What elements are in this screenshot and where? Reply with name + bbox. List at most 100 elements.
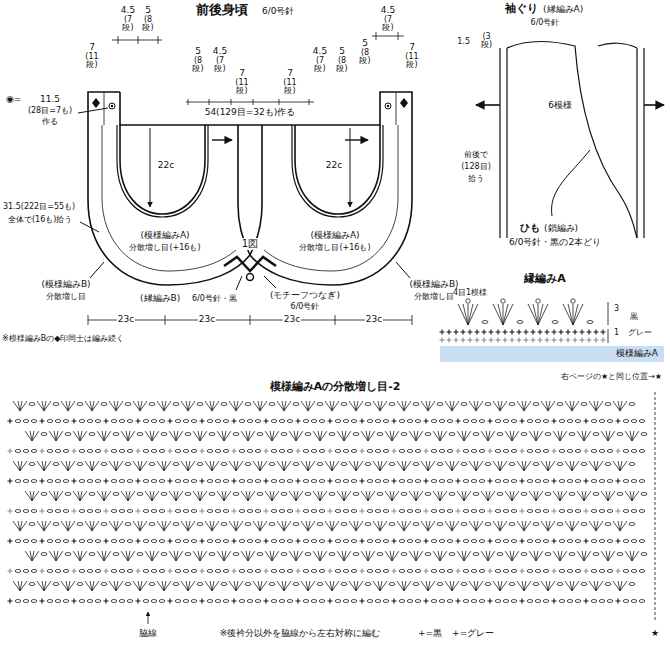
fan-stitch (164, 521, 171, 531)
fan-stitch (524, 401, 531, 411)
fan-stitch (30, 431, 32, 441)
fan-stitch (260, 581, 267, 591)
fan-stitch (594, 581, 596, 591)
chain-stitch (607, 600, 613, 603)
chain-stitch (209, 553, 215, 556)
fan-stitch (138, 581, 140, 591)
chain-stitch (425, 433, 431, 436)
chain-stitch (269, 403, 275, 406)
fan-stitch (548, 401, 555, 411)
fan-stitch (416, 431, 423, 441)
fan-stitch (500, 521, 507, 531)
legend-item: +=グレー (452, 628, 494, 639)
dimension: 4.5 (213, 46, 227, 57)
fan-stitch (128, 551, 135, 561)
fan-stitch (522, 521, 524, 531)
single-crochet (200, 479, 205, 484)
chain-stitch (535, 420, 541, 423)
fan-stitch (373, 581, 380, 591)
chain-stitch (365, 403, 371, 406)
fan-stitch (510, 551, 512, 561)
chain-stitch (197, 523, 203, 526)
chain-stitch (47, 420, 53, 423)
chain-stitch (89, 553, 95, 556)
fan-stitch (416, 551, 423, 561)
chain-stitch (197, 463, 203, 466)
fan-stitch (528, 304, 538, 325)
fan-stitch (138, 521, 140, 531)
row-count: (11段) (85, 53, 100, 70)
fan-stitch (330, 581, 332, 591)
fan-stitch (229, 581, 236, 591)
fan-stitch (596, 401, 603, 411)
fan-stitch (210, 581, 212, 591)
chain-stitch (319, 510, 325, 513)
single-crochet (232, 419, 237, 424)
fan-stitch (570, 461, 572, 471)
chain-stitch (559, 540, 565, 543)
chain-stitch (351, 480, 357, 483)
chain-stitch (559, 420, 565, 423)
chain-stitch (111, 540, 117, 543)
chain-stitch (287, 570, 293, 573)
single-crochet (552, 539, 557, 544)
fan-stitch (210, 521, 212, 531)
stitch-count: (28目=7も) (28, 106, 72, 116)
single-crochet (40, 419, 45, 424)
chain-stitch (55, 540, 61, 543)
chain-stitch (159, 420, 165, 423)
fan-stitch (409, 431, 416, 441)
dimension: 4.5 (313, 46, 327, 57)
chain-stitch (127, 570, 133, 573)
fan-stitch (325, 521, 332, 531)
fan-stitch (222, 491, 224, 501)
chain-stitch (431, 570, 437, 573)
chain-stitch (221, 583, 227, 586)
fan-stitch (421, 401, 428, 411)
chain-stitch (449, 493, 455, 496)
fan-stitch (541, 461, 548, 471)
fan-stitch (114, 401, 116, 411)
fan-stitch (337, 551, 344, 561)
chain-stitch (245, 523, 251, 526)
chain-stitch (527, 450, 533, 453)
chain-stitch (415, 570, 421, 573)
chain-stitch (527, 540, 533, 543)
fan-stitch (625, 551, 632, 561)
fan-stitch (32, 551, 39, 561)
chain-stitch (247, 510, 253, 513)
chain-stitch (431, 450, 437, 453)
chain-stitch (552, 321, 558, 324)
chain-stitch (521, 433, 527, 436)
chain-stitch (245, 463, 251, 466)
fan-stitch (289, 431, 296, 441)
single-crochet (200, 509, 205, 514)
fan-stitch (73, 431, 80, 441)
fan-stitch (109, 521, 116, 531)
single-crochet (392, 539, 397, 544)
chain-stitch (207, 540, 213, 543)
fan-stitch (457, 491, 464, 501)
chain-stitch (447, 540, 453, 543)
single-crochet (594, 338, 599, 343)
fan-stitch (188, 581, 195, 591)
fan-stitch (128, 491, 135, 501)
chain-stitch (545, 493, 551, 496)
chain-stitch (471, 480, 477, 483)
single-crochet (264, 449, 269, 454)
chain-stitch (41, 553, 47, 556)
chain-stitch (207, 450, 213, 453)
diagram-title: 前後身頃 (196, 2, 248, 18)
fan-stitch (308, 401, 315, 411)
fan-stitch (534, 491, 536, 501)
motif-loop (247, 274, 254, 281)
fan-stitch (236, 581, 243, 591)
chain-stitch (631, 570, 637, 573)
chain-stitch (527, 600, 533, 603)
chain-stitch (511, 540, 517, 543)
chain-stitch (617, 433, 623, 436)
body-outline (88, 92, 412, 285)
chain-stitch (353, 433, 359, 436)
chain-stitch (303, 480, 309, 483)
chain-stitch (183, 510, 189, 513)
